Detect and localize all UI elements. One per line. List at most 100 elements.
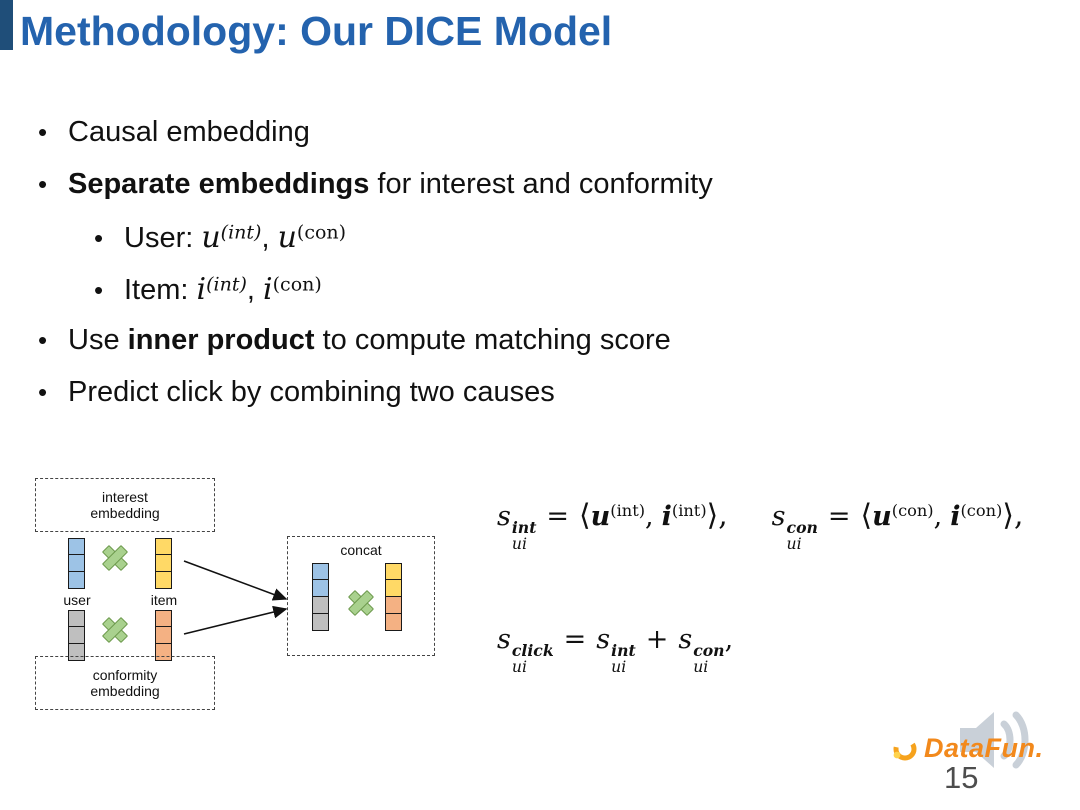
item-label: item xyxy=(150,592,178,608)
multiply-icon xyxy=(101,616,129,644)
math-base: u xyxy=(277,220,297,255)
comma: , xyxy=(933,501,943,532)
dice-embedding-diagram: interest embedding user item xyxy=(30,473,470,723)
vector-cell xyxy=(155,610,172,627)
math-sup: con xyxy=(693,640,725,660)
math-base: i xyxy=(196,272,207,307)
bullet-text: Causal embedding xyxy=(68,116,310,148)
vector-cell xyxy=(385,580,402,597)
math-base: u xyxy=(590,501,611,532)
math-sup: con xyxy=(786,517,818,537)
bullet-list: • Causal embedding • Separate embeddings… xyxy=(38,116,998,428)
vector-cell xyxy=(312,563,329,580)
math-base: s xyxy=(678,624,693,655)
comma: , xyxy=(645,501,654,532)
speaker-icon xyxy=(960,711,1029,769)
math-i-con: i(con) xyxy=(263,272,322,307)
vector-cell xyxy=(385,597,402,614)
vector-cell xyxy=(312,580,329,597)
item-conformity-vector xyxy=(155,610,172,661)
conformity-label-line2: embedding xyxy=(90,683,160,699)
bullet-user-embeddings: • User: u(int), u(con) xyxy=(94,220,998,261)
math-sup: (con) xyxy=(891,501,934,521)
vector-cell xyxy=(155,555,172,572)
term-u-con: u(con) xyxy=(872,501,934,532)
vector-cell xyxy=(385,614,402,631)
math-base: i xyxy=(263,272,273,307)
math-base: s xyxy=(497,501,511,532)
conformity-embedding-box: conformity embedding xyxy=(35,656,215,710)
text: for interest and conformity xyxy=(369,168,713,200)
math-base: u xyxy=(872,501,892,532)
math-base: s xyxy=(497,624,511,655)
concat-user-vector xyxy=(312,563,329,631)
math-sub: ui xyxy=(693,657,709,677)
math-sup: (con) xyxy=(960,501,1003,521)
interest-label-line1: interest xyxy=(102,489,148,505)
right-angle-bracket: ⟩, xyxy=(1002,498,1024,533)
bullet-text: Use inner product to compute matching sc… xyxy=(68,324,671,357)
bold-text: Separate embeddings xyxy=(68,168,370,200)
interest-embedding-box: interest embedding xyxy=(35,478,215,532)
concat-label: concat xyxy=(340,542,382,558)
vector-cell xyxy=(68,572,85,589)
math-base: u xyxy=(201,220,221,255)
concat-arrows-icon xyxy=(183,560,288,635)
user-label: user xyxy=(63,592,91,608)
text: to compute matching score xyxy=(314,324,671,356)
bold-text: inner product xyxy=(127,324,315,356)
math-sup: (int) xyxy=(671,501,707,521)
page-number: 15 xyxy=(944,760,979,795)
equals-sign: = xyxy=(546,501,570,532)
user-conformity-vector xyxy=(68,610,85,661)
bullet-marker: • xyxy=(38,325,48,355)
comma: , xyxy=(261,222,278,254)
bullet-text: Separate embeddings for interest and con… xyxy=(68,168,713,201)
vector-cell xyxy=(312,597,329,614)
bullet-marker: • xyxy=(38,169,48,199)
conformity-label-line1: conformity xyxy=(92,667,158,683)
label: Item: xyxy=(124,274,197,306)
math-base: s xyxy=(596,624,611,655)
logo-text: DataFun. xyxy=(924,733,1044,763)
math-i-int: i(int) xyxy=(197,272,247,307)
math-sup: int xyxy=(611,640,636,660)
bullet-predict-click: • Predict click by combining two causes xyxy=(38,376,998,417)
math-sub: ui xyxy=(511,657,527,677)
equals-sign: = xyxy=(563,624,587,655)
math-sup: (int) xyxy=(220,221,262,244)
math-sub: ui xyxy=(611,657,627,677)
math-sup: click xyxy=(511,640,554,660)
bullet-separate-embeddings: • Separate embeddings for interest and c… xyxy=(38,168,998,209)
math-base: i xyxy=(950,501,961,532)
plus-sign: + xyxy=(645,624,669,655)
vector-cell xyxy=(312,614,329,631)
vector-cell xyxy=(155,572,172,589)
bullet-marker: • xyxy=(94,223,104,253)
right-angle-bracket: ⟩, xyxy=(706,498,728,533)
multiply-icon xyxy=(347,589,375,617)
equals-sign: = xyxy=(827,501,851,532)
term-u-int: u(int) xyxy=(591,501,645,532)
concat-item-vector xyxy=(385,563,402,631)
vector-cell xyxy=(155,627,172,644)
bullet-marker: • xyxy=(38,117,48,147)
math-sup: (int) xyxy=(610,501,646,521)
bullet-text: User: u(int), u(con) xyxy=(124,220,346,255)
math-sup: int xyxy=(511,517,537,537)
item-interest-vector xyxy=(155,538,172,589)
concat-box: concat xyxy=(287,536,435,656)
math-sup: (int) xyxy=(206,273,247,296)
math-base: i xyxy=(661,501,672,532)
text: Use xyxy=(68,324,128,356)
bullet-causal-embedding: • Causal embedding xyxy=(38,116,998,157)
math-sub: ui xyxy=(786,534,802,554)
term-i-con: i(con) xyxy=(950,501,1002,532)
math-u-con: u(con) xyxy=(278,220,346,255)
